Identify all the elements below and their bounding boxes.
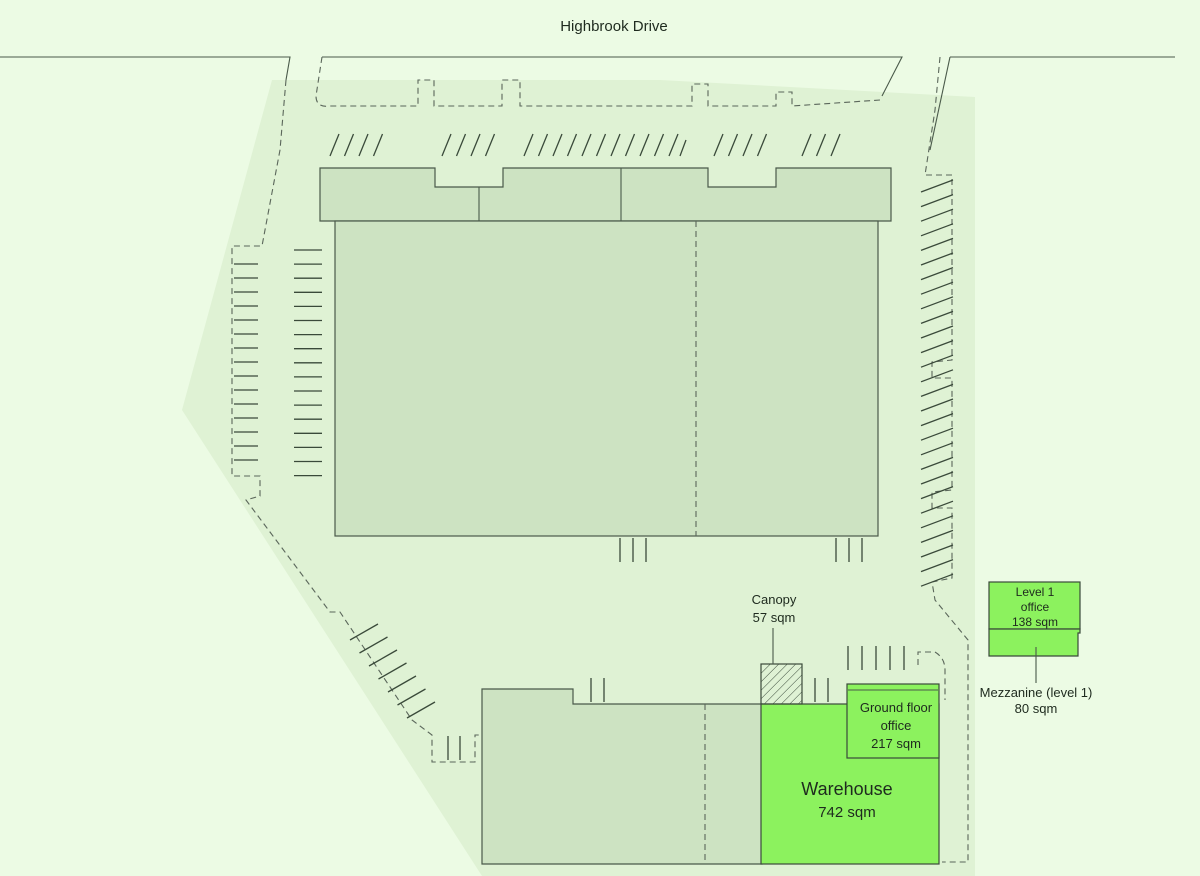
parking-stall-line <box>484 133 496 157</box>
parking-stall-line <box>920 208 954 222</box>
canopy-label: Canopy <box>752 592 797 607</box>
ground-office-area-label: 217 sqm <box>871 736 921 751</box>
parking-stall-line <box>727 133 739 157</box>
parking-stall-line <box>920 310 954 325</box>
parking-stall-line <box>920 427 954 441</box>
boundary-dashed-loading <box>917 651 946 700</box>
parking-stall-line <box>920 325 954 339</box>
parking-stall-line <box>742 133 753 157</box>
canopy-area <box>760 663 803 705</box>
parking-stall-line <box>595 133 607 157</box>
warehouse-area-label: 742 sqm <box>818 804 876 821</box>
ground-office-label-2: office <box>881 718 912 733</box>
level1-office-label-2: office <box>1021 600 1050 614</box>
parking-stall-line <box>358 133 369 157</box>
parking-stall-line <box>920 529 954 544</box>
parking-stall-line <box>343 133 355 157</box>
parking-stall-line <box>920 252 954 266</box>
parking-stall-line <box>920 471 954 485</box>
ground-floor-office-area <box>846 683 940 759</box>
main-building <box>334 220 879 537</box>
parking-stall-line <box>668 133 679 157</box>
parking-stall-line <box>920 281 954 295</box>
parking-stall-line <box>920 383 954 398</box>
parking-stall-line <box>455 133 467 157</box>
parking-stall-line <box>920 266 954 281</box>
parking-stalls <box>234 133 954 760</box>
parking-stall-line <box>537 133 549 157</box>
parking-stall-line <box>441 133 452 157</box>
driveway-left <box>322 56 903 97</box>
parking-stall-line <box>653 133 665 157</box>
parking-stall-line <box>801 133 812 157</box>
parking-stall-line <box>552 133 563 157</box>
parking-stall-line <box>713 133 724 157</box>
parking-stall-line <box>387 675 417 693</box>
south-building <box>481 688 763 865</box>
parking-stall-line <box>920 456 954 471</box>
parking-stall-line <box>920 558 954 573</box>
warehouse-label: Warehouse <box>801 779 892 799</box>
parking-stall-line <box>920 573 954 587</box>
parking-stall-line <box>920 354 954 368</box>
parking-stall-line <box>830 133 841 157</box>
mezzanine-area-label: 80 sqm <box>1015 701 1058 716</box>
parking-stall-line <box>920 296 954 310</box>
parking-stall-line <box>639 133 650 157</box>
parking-stall-line <box>610 133 621 157</box>
parking-stall-line <box>470 133 481 157</box>
mezzanine-label: Mezzanine (level 1) <box>980 685 1093 700</box>
parking-stall-line <box>920 515 954 529</box>
parking-stall-line <box>920 339 954 354</box>
parking-stall-line <box>581 133 592 157</box>
level1-office-area <box>988 581 1081 630</box>
main-building-front <box>319 167 892 222</box>
parking-stall-line <box>920 544 954 558</box>
parking-stall-line <box>920 223 954 237</box>
parking-stall-line <box>920 398 954 412</box>
level1-office-area-label: 138 sqm <box>1012 615 1058 629</box>
boundary-dashed-right <box>924 56 969 863</box>
parking-stall-line <box>368 649 398 667</box>
parking-stall-line <box>397 688 426 706</box>
parking-stall-line <box>566 133 578 157</box>
parking-stall-line <box>679 139 687 157</box>
level1-office-label-1: Level 1 <box>1016 585 1055 599</box>
parking-stall-line <box>920 442 954 456</box>
parking-stall-line <box>920 193 954 208</box>
parking-stall-line <box>372 133 384 157</box>
parking-stall-line <box>378 662 407 680</box>
parking-stall-line <box>920 412 954 427</box>
parking-stall-line <box>920 179 954 193</box>
parking-stall-line <box>920 485 954 500</box>
driveway-right-edge <box>929 56 951 151</box>
parking-stall-line <box>523 133 534 157</box>
ground-office-label-1: Ground floor <box>860 700 933 715</box>
parking-stall-line <box>920 237 954 252</box>
parking-stall-line <box>329 133 340 157</box>
parking-stall-line <box>406 701 436 719</box>
boundary-dashed-left <box>231 79 482 763</box>
street-name: Highbrook Drive <box>560 18 668 35</box>
parking-stall-line <box>920 369 954 383</box>
canopy-area-label: 57 sqm <box>753 610 796 625</box>
parking-stall-line <box>815 133 827 157</box>
parking-stall-line <box>920 500 954 514</box>
parking-stall-line <box>756 133 768 157</box>
parking-stall-line <box>359 636 388 654</box>
mezzanine-area <box>988 628 1081 657</box>
road-edge-left <box>0 56 291 81</box>
parking-stall-line <box>349 623 379 641</box>
parking-stall-line <box>624 133 636 157</box>
